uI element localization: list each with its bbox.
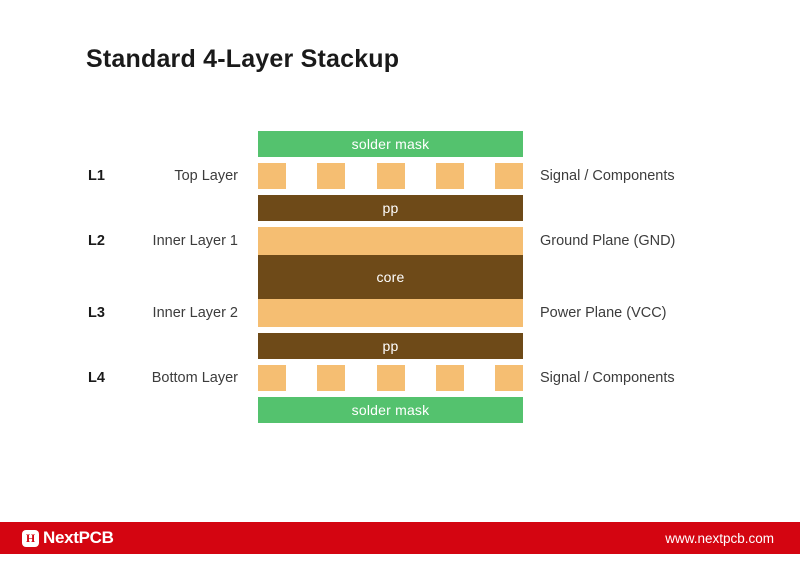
stackup-row: L2 Inner Layer 1 Ground Plane (GND)	[0, 227, 800, 255]
layer-band-copper	[258, 299, 523, 327]
layer-name-label: Bottom Layer	[151, 370, 238, 386]
brand-name-label: NextPCB	[43, 528, 114, 547]
copper-pad	[317, 365, 346, 391]
copper-pad	[376, 163, 405, 189]
copper-pad	[495, 163, 523, 189]
layer-code-l1: L1	[88, 168, 105, 184]
footer-bar: H NextPCB www.nextpcb.com	[0, 522, 800, 554]
copper-pad	[435, 365, 464, 391]
stackup-row: L1 Top Layer Signal / Components	[0, 163, 800, 189]
layer-band-solder-mask: solder mask	[258, 397, 523, 423]
layer-band-dielectric: pp	[258, 195, 523, 221]
copper-pad	[258, 163, 286, 189]
copper-pad	[495, 365, 523, 391]
band-label: solder mask	[351, 402, 430, 418]
band-label: pp	[382, 338, 399, 354]
stackup-row: L3 Inner Layer 2 Power Plane (VCC)	[0, 299, 800, 327]
stackup-row: pp	[0, 195, 800, 221]
layer-band-solder-mask: solder mask	[258, 131, 523, 157]
layer-left-labels: L1 Top Layer	[0, 163, 258, 189]
band-label: solder mask	[351, 136, 430, 152]
layer-left-labels: L2 Inner Layer 1	[0, 227, 258, 255]
layer-function-label: Signal / Components	[540, 168, 675, 184]
layer-code-l4: L4	[88, 370, 105, 386]
copper-pad	[435, 163, 464, 189]
stackup-row: core	[0, 255, 800, 299]
copper-pad-row	[258, 163, 523, 189]
copper-pad	[376, 365, 405, 391]
layer-code-l3: L3	[88, 305, 105, 321]
layer-band-copper	[258, 227, 523, 255]
band-label: pp	[382, 200, 399, 216]
layer-function-label: Power Plane (VCC)	[540, 305, 667, 321]
copper-pad-row	[258, 365, 523, 391]
layer-name-label: Inner Layer 2	[152, 305, 238, 321]
layer-band-dielectric: pp	[258, 333, 523, 359]
stackup-row: pp	[0, 333, 800, 359]
stackup-row: L4 Bottom Layer Signal / Components	[0, 365, 800, 391]
layer-name-label: Top Layer	[174, 168, 238, 184]
layer-name-label: Inner Layer 1	[152, 233, 238, 249]
stackup-row: solder mask	[0, 397, 800, 423]
layer-left-labels: L4 Bottom Layer	[0, 365, 258, 391]
band-label: core	[376, 269, 405, 285]
brand-logo: H NextPCB	[22, 528, 114, 548]
layer-function-label: Ground Plane (GND)	[540, 233, 676, 249]
page-title: Standard 4-Layer Stackup	[86, 45, 400, 73]
layer-band-dielectric: core	[258, 255, 523, 299]
layer-left-labels: L3 Inner Layer 2	[0, 299, 258, 327]
website-url[interactable]: www.nextpcb.com	[665, 530, 774, 546]
nextpcb-logo-icon: H	[22, 529, 39, 547]
layer-code-l2: L2	[88, 233, 105, 249]
layer-function-label: Signal / Components	[540, 370, 675, 386]
stackup-row: solder mask	[0, 131, 800, 157]
copper-pad	[258, 365, 286, 391]
copper-pad	[317, 163, 346, 189]
